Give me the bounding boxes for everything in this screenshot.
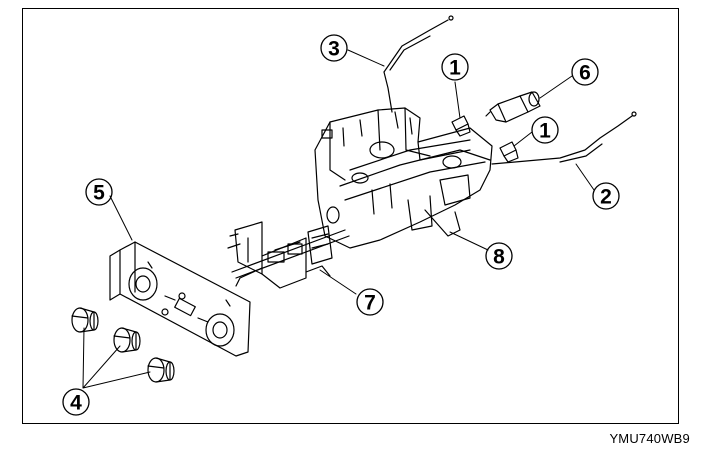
- callout-8: 8: [485, 242, 513, 270]
- control-cable-3: [383, 15, 454, 113]
- svg-text:3: 3: [328, 38, 340, 61]
- callout-2: 2: [592, 182, 620, 210]
- fan-switch-6: [485, 91, 541, 123]
- bulb-socket-upper: [451, 115, 471, 137]
- callout-3: 3: [320, 34, 348, 62]
- callout-6: 6: [571, 58, 599, 86]
- control-panel-5: [109, 241, 251, 357]
- svg-text:6: 6: [579, 62, 591, 85]
- knob-middle: [113, 327, 141, 353]
- svg-text:7: 7: [364, 292, 376, 315]
- bulb-socket-lower: [499, 141, 519, 163]
- svg-text:5: 5: [93, 182, 105, 205]
- knob-right: [147, 357, 175, 383]
- callout-1-lower: 1: [531, 116, 559, 144]
- svg-text:1: 1: [449, 57, 461, 80]
- callout-1-upper: 1: [441, 53, 469, 81]
- svg-text:1: 1: [539, 120, 551, 143]
- switch-bracket-7: [227, 221, 333, 289]
- svg-text:2: 2: [600, 186, 612, 209]
- callout-5: 5: [85, 178, 113, 206]
- control-cable-2: [491, 111, 637, 165]
- svg-text:8: 8: [493, 246, 505, 269]
- callout-4: 4: [62, 388, 90, 416]
- svg-text:4: 4: [70, 392, 82, 415]
- knob-left: [71, 307, 99, 333]
- figure-code: YMU740WB9: [609, 431, 690, 446]
- callout-7: 7: [356, 288, 384, 316]
- leader-lines: [82, 49, 595, 389]
- control-unit-body: [314, 107, 493, 249]
